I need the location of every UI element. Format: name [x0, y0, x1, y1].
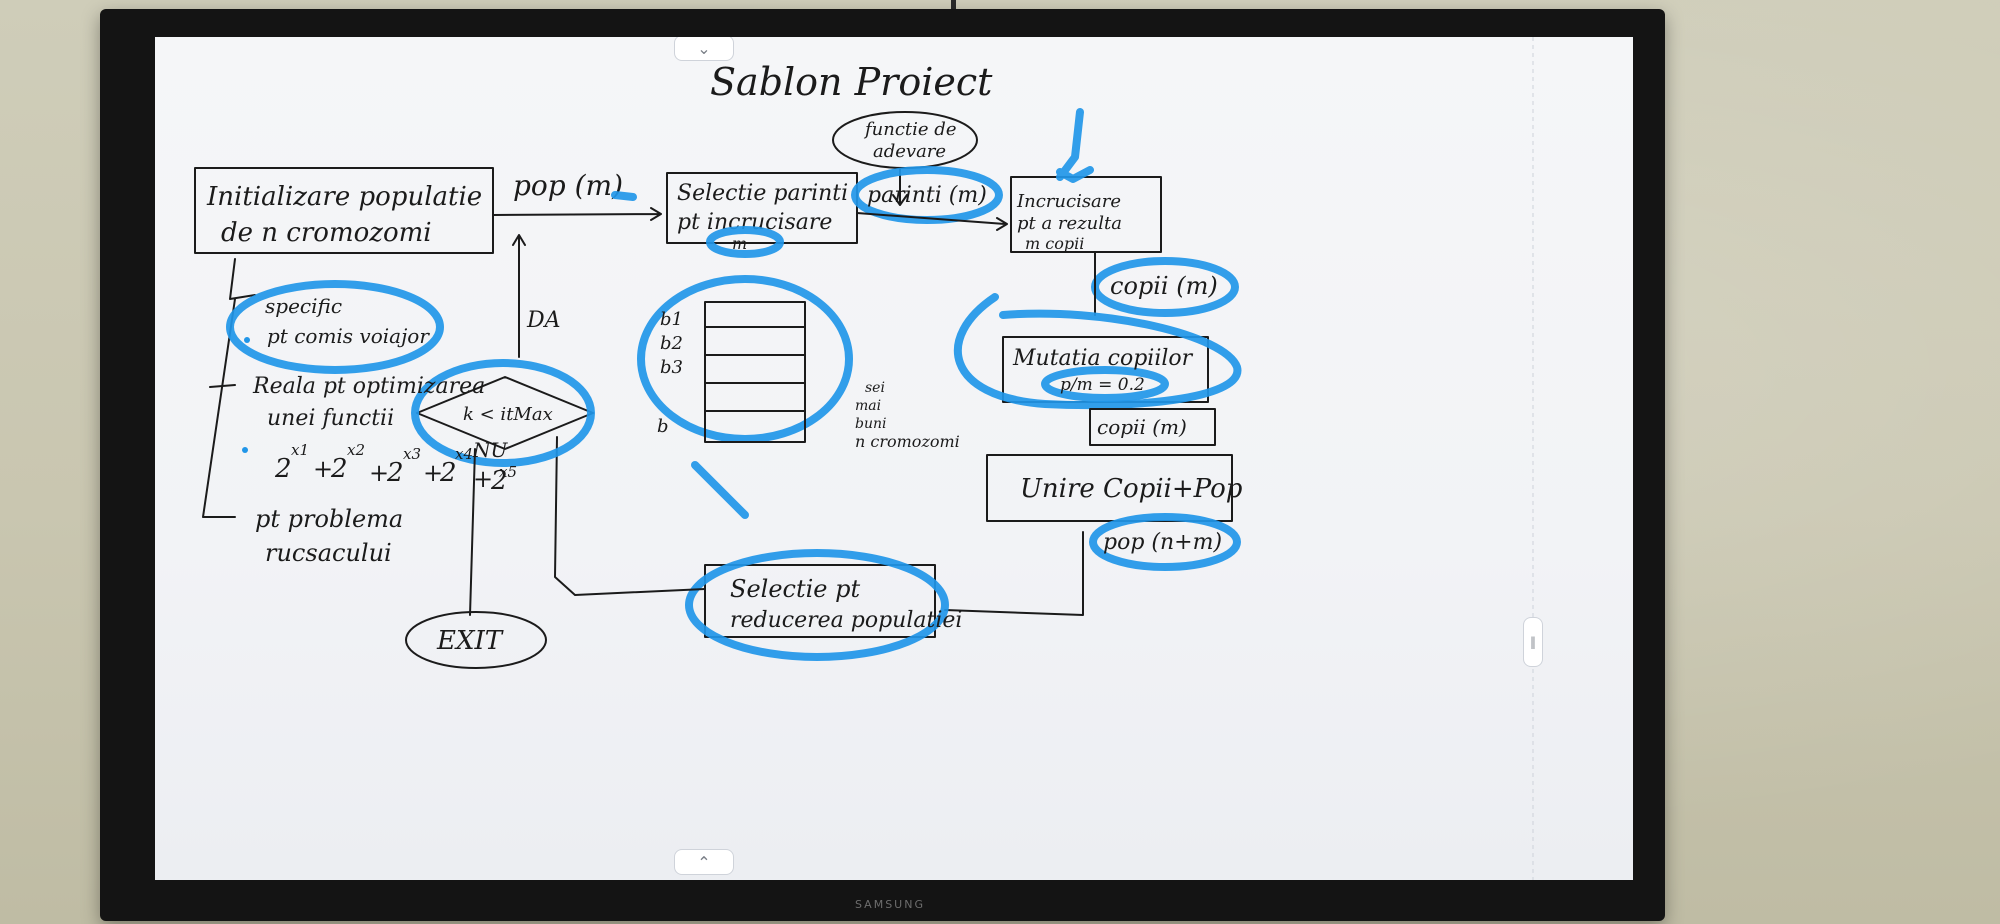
reduce-label-2: reducerea populatiei [730, 608, 962, 633]
row-b2: b2 [660, 333, 683, 354]
init-to-select-arrow [492, 207, 662, 221]
formula-term-5: 2 [490, 466, 508, 496]
pop-nm-highlight [1089, 513, 1241, 571]
table-highlight [637, 275, 853, 443]
init-label-1: Initializare populatie [206, 182, 482, 212]
formula-term-1: 2 [274, 454, 292, 484]
selection-box [666, 172, 858, 244]
exit-ellipse [405, 611, 547, 669]
highlight-dot [244, 337, 250, 343]
reduce-to-decision-line [554, 436, 706, 596]
problem-label-1: pt problema [255, 505, 403, 533]
formula-exp-5: x5 [499, 463, 517, 481]
crossover-label-3: m copii [1025, 234, 1084, 253]
reduce-box [704, 564, 936, 638]
children2-label: copii (m) [1097, 415, 1187, 439]
pop-nm-label: pop (n+m) [1103, 530, 1222, 555]
init-label-2: de n cromozomi [221, 218, 432, 248]
power-cable [951, 0, 956, 14]
selection-m-highlight [706, 226, 784, 258]
row-b3: b3 [660, 357, 683, 378]
row-b: b [657, 416, 669, 437]
specific-label-1: specific [265, 294, 342, 318]
population-table [704, 301, 806, 443]
formula-term-2: 2 [330, 454, 348, 484]
formula-exp-2: x2 [347, 441, 365, 459]
selection-label-1: Selectie parinti [677, 181, 848, 206]
specific-highlight [226, 280, 444, 374]
crossover-pointer [1056, 108, 1094, 183]
decision-highlight [411, 359, 595, 467]
chevron-down-icon: ⌄ [697, 38, 711, 58]
init-branches [202, 258, 256, 518]
select-to-cross-arrow [856, 212, 1008, 231]
highlight-dot [242, 447, 248, 453]
formula-plus: + [473, 465, 493, 493]
crossover-label-2: pt a rezulta [1017, 213, 1122, 234]
table-to-reduce-pointer [691, 461, 749, 519]
exit-label: EXIT [436, 626, 504, 656]
mutation-label-1: Mutatia copiilor [1012, 346, 1194, 371]
decision-yes-arrow [512, 234, 526, 358]
decision-diamond [416, 376, 594, 450]
board-title: Sablon Proiect [710, 60, 993, 104]
parents-highlight [851, 166, 1003, 224]
union-box [986, 454, 1233, 522]
row-b1: b1 [660, 309, 683, 330]
whiteboard-screen[interactable]: Sablon Proiect functie de adevare Initia… [155, 37, 1633, 880]
formula-plus: + [369, 459, 389, 487]
children2-box [1089, 408, 1216, 446]
note-mai: mai [855, 398, 881, 414]
formula-exp-1: x1 [291, 441, 309, 459]
formula: 2 x1 + 2 x2 + 2 x3 + 2 x4 + 2 x5 [274, 441, 517, 496]
union-to-reduce-line [944, 531, 1084, 616]
real-label-2: unei functii [267, 406, 394, 431]
decision-label: k < itMax [463, 404, 553, 425]
pm-highlight [1041, 366, 1169, 402]
chevron-up-icon: ⌃ [697, 852, 711, 872]
pop-m-mark [611, 191, 637, 201]
bottom-panel-handle[interactable]: ⌃ [674, 849, 734, 875]
real-label-1: Reala pt optimizarea [252, 374, 485, 399]
top-panel-handle[interactable]: ⌄ [674, 37, 734, 61]
yes-label: DA [526, 308, 561, 333]
parents-label: parinti (m) [867, 183, 987, 208]
crossover-label-1: Incrucisare [1016, 191, 1121, 212]
whiteboard-canvas[interactable]: Sablon Proiect functie de adevare Initia… [155, 37, 1633, 880]
pop-m-label: pop (m) [513, 169, 623, 202]
formula-term-4: 2 [439, 458, 457, 488]
formula-plus: + [423, 459, 443, 487]
selection-m-label: m [732, 234, 747, 253]
no-label: NU [472, 438, 509, 462]
formula-plus: + [313, 455, 333, 483]
side-panel-handle[interactable]: ‖ [1523, 617, 1543, 667]
specific-label-2: pt comis voiajor [267, 324, 430, 348]
decision-no-line [469, 448, 476, 616]
mutation-label-2: p/m = 0.2 [1060, 375, 1145, 395]
fitness-label-1: functie de [863, 119, 956, 140]
crossover-box [1010, 176, 1162, 253]
note-cromozomi: n cromozomi [855, 432, 960, 451]
note-sei: sei [865, 380, 885, 396]
formula-exp-4: x4 [455, 445, 473, 463]
brand-logo: SAMSUNG [855, 898, 925, 911]
note-buni: buni [855, 416, 886, 432]
fitness-label-2: adevare [873, 141, 946, 162]
mutation-highlight [954, 293, 1242, 410]
formula-term-3: 2 [386, 458, 404, 488]
union-label: Unire Copii+Pop [1020, 474, 1243, 504]
reduce-highlight [685, 549, 949, 661]
reduce-label-1: Selectie pt [730, 575, 860, 603]
init-box [194, 167, 494, 254]
grip-icon: ‖ [1530, 635, 1536, 649]
children1-label: copii (m) [1110, 272, 1218, 300]
formula-exp-3: x3 [403, 445, 421, 463]
problem-label-2: rucsacului [265, 539, 392, 567]
